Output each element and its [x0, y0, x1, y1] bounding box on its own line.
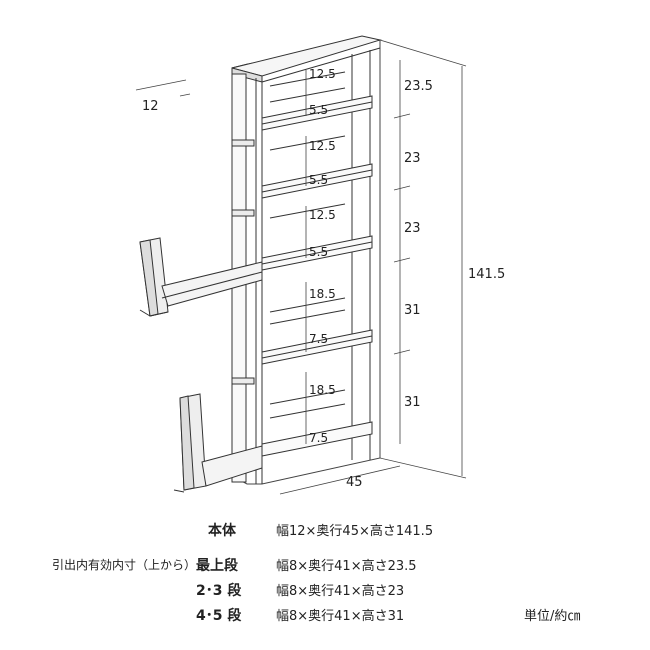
- dim-gap-2: 5.5: [309, 103, 328, 117]
- row-label-4-5: 4･5 段: [196, 608, 242, 624]
- drawer-trays: [231, 71, 373, 457]
- dim-total-height: 141.5: [468, 267, 505, 282]
- open-drawer: [139, 237, 263, 317]
- dim-gap-9: 18.5: [309, 383, 336, 397]
- body-value: 幅12×奥行45×高さ141.5: [276, 524, 434, 539]
- dim-gap-1: 12.5: [309, 67, 336, 81]
- dim-gap-6: 5.5: [309, 245, 328, 259]
- dim-section-5: 31: [404, 395, 421, 410]
- row-label-top: 最上段: [196, 558, 238, 574]
- dim-gap-7: 18.5: [309, 287, 336, 301]
- shelf-diagram: 12 141.5 45 23.5 23 23 31 31 12.5 5.5 12…: [135, 35, 505, 495]
- drawer-caption: 引出内有効内寸（上から）: [52, 558, 197, 572]
- dim-section-3: 23: [404, 221, 421, 236]
- dim-section-4: 31: [404, 303, 421, 318]
- dim-section-2: 23: [404, 151, 421, 166]
- row-value-top: 幅8×奥行41×高さ23.5: [276, 559, 417, 574]
- row-value-4-5: 幅8×奥行41×高さ31: [276, 609, 405, 624]
- row-value-2-3: 幅8×奥行41×高さ23: [276, 584, 405, 599]
- dim-gap-5: 12.5: [309, 208, 336, 222]
- dim-section-1: 23.5: [404, 79, 433, 94]
- side-panel-loose: [173, 393, 263, 493]
- dim-depth-top: 12: [142, 99, 159, 114]
- dim-gap-3: 12.5: [309, 139, 336, 153]
- dim-gap-10: 7.5: [309, 431, 328, 445]
- dim-gap-4: 5.5: [309, 173, 328, 187]
- unit-note: 単位/約㎝: [524, 609, 581, 624]
- dim-width-bottom: 45: [346, 475, 363, 490]
- dim-gap-8: 7.5: [309, 332, 328, 346]
- body-label: 本体: [208, 523, 236, 539]
- row-label-2-3: 2･3 段: [196, 583, 242, 599]
- dimension-lines: [135, 39, 467, 495]
